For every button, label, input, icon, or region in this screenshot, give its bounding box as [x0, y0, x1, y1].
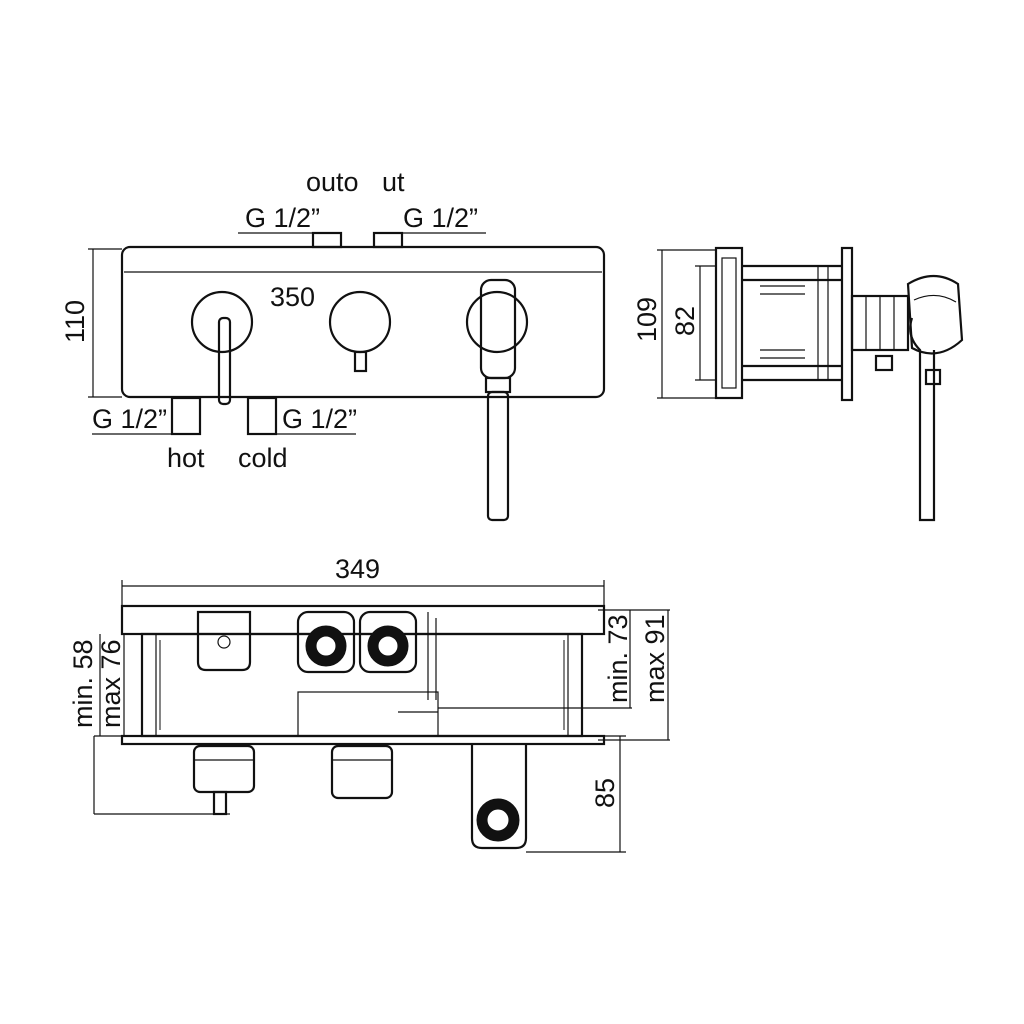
thread-label-bottom-left: G 1/2”: [92, 404, 167, 434]
top-left-bracket: [196, 610, 252, 672]
hot-label: hot: [167, 443, 205, 473]
top-max-left-label: max 76: [96, 639, 126, 728]
top-max-right-label: max 91: [640, 614, 670, 703]
top-min-left-label: min. 58: [68, 639, 98, 728]
side-wall-plate: [840, 246, 854, 402]
inlet-hot: [170, 396, 202, 436]
outlet-label-left: outo: [306, 167, 359, 197]
top-knob-left: [192, 744, 256, 794]
inlet-cold: [246, 396, 278, 436]
cold-label: cold: [238, 443, 288, 473]
top-box: [140, 632, 584, 738]
top-base-plate: [120, 734, 606, 746]
spout-handle: [486, 390, 510, 522]
side-housing: [714, 246, 744, 400]
side-view: 109 82: [632, 246, 964, 522]
top-spout-outlet: [476, 798, 520, 842]
side-total-height-label: 109: [632, 297, 662, 342]
diverter-knob: [328, 290, 392, 354]
thread-label-bottom-right: G 1/2”: [282, 404, 357, 434]
front-faceplate: [120, 245, 606, 399]
thread-label-top-right: G 1/2”: [403, 203, 478, 233]
front-width-label: 350: [270, 282, 315, 312]
spout-knob: [465, 290, 529, 354]
top-min-right-label: min. 73: [603, 614, 633, 703]
front-view: outo ut G 1/2” G 1/2” 350 110 G 1/2” G 1…: [60, 167, 606, 522]
side-inner-height-label: 82: [670, 306, 700, 336]
outlet-stub-right: [372, 231, 404, 249]
side-handle-knob: [906, 274, 964, 355]
front-height-label: 110: [60, 300, 90, 343]
outlet-label-right: ut: [382, 167, 405, 197]
top-connector-left: [296, 610, 356, 674]
outlet-stub-left: [311, 231, 343, 249]
top-view: 349 min. 58 max 76 min. 73 max 91 85: [68, 554, 670, 853]
top-lid: [120, 604, 606, 636]
thread-label-top-left: G 1/2”: [245, 203, 320, 233]
top-connector-right: [358, 610, 418, 674]
top-knob-center: [330, 744, 394, 800]
top-spout: [470, 744, 528, 850]
top-spout-label: 85: [590, 778, 620, 808]
top-width-label: 349: [335, 554, 380, 584]
mixer-knob: [190, 290, 254, 354]
